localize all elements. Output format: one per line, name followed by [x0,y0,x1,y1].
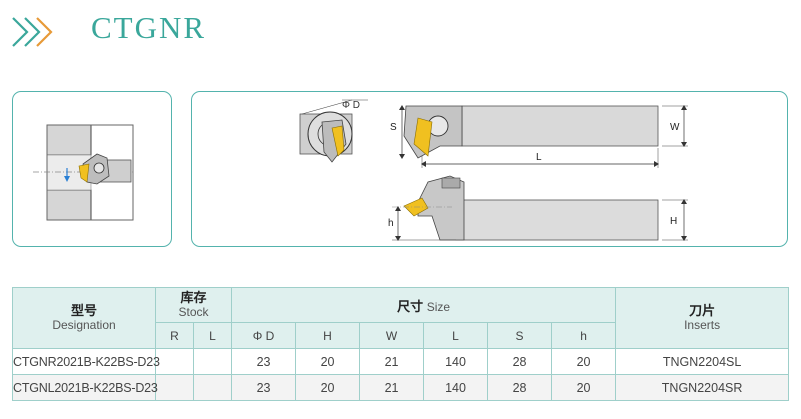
spec-table: 型号 Designation 库存 Stock 尺寸 Size 刀片 Inser… [12,287,790,401]
table-row: CTGNL2021B-K22BS-D23 23 20 21 140 28 20 … [12,374,790,401]
table-row: CTGNR2021B-K22BS-D23 23 20 21 140 28 20 … [12,348,790,375]
h-big-label: H [670,216,677,227]
h-big-header: H [295,322,361,349]
stock-r-cell [155,348,194,375]
inserts-header: 刀片 Inserts [615,287,790,349]
s-cell: 28 [487,374,553,401]
insert-cell: TNGN2204SR [615,374,790,401]
h-small-label: h [388,218,394,229]
h-small-cell: 20 [551,348,617,375]
stock-r-cell [155,374,194,401]
w-header: W [359,322,425,349]
stock-l-cell [192,348,233,375]
insert-cell: TNGN2204SL [615,348,790,375]
stock-l-cell [192,374,233,401]
designation-cell: CTGNR2021B-K22BS-D23 [12,348,160,375]
size-header: 尺寸 Size [231,287,617,323]
s-cell: 28 [487,348,553,375]
side-view: h H [388,175,688,241]
designation-header: 型号 Designation [12,287,156,349]
designation-cell: CTGNL2021B-K22BS-D23 [12,374,158,401]
stock-header: 库存 Stock [154,287,233,323]
dimension-drawing: Φ D S W L [299,99,688,241]
h-small-header: h [551,322,617,349]
application-sketch [33,124,134,221]
l-header: L [423,322,489,349]
l-cell: 140 [423,348,489,375]
w-cell: 21 [359,374,425,401]
l-cell: 140 [423,374,489,401]
phi-d-cell: 23 [231,374,297,401]
w-cell: 21 [359,348,425,375]
phi-d-label: Φ D [342,100,360,111]
stock-r-header: R [155,322,194,349]
h-small-cell: 20 [551,374,617,401]
stock-l-header: L [192,322,233,349]
top-view: S W L [390,105,688,168]
s-label: S [390,122,397,133]
application-sketch-panel [12,91,172,247]
page-title: CTGNR [91,10,207,45]
double-chevron-right-icon [12,17,53,47]
h-big-cell: 20 [295,374,361,401]
s-header: S [487,322,553,349]
page-header: CTGNR [0,0,801,60]
w-label: W [670,122,680,133]
front-view: Φ D [299,99,368,163]
h-big-cell: 20 [295,348,361,375]
l-label: L [536,152,542,163]
phi-d-cell: 23 [231,348,297,375]
phi-d-header: Φ D [231,322,297,349]
dimension-drawing-panel: Φ D S W L [191,91,788,247]
